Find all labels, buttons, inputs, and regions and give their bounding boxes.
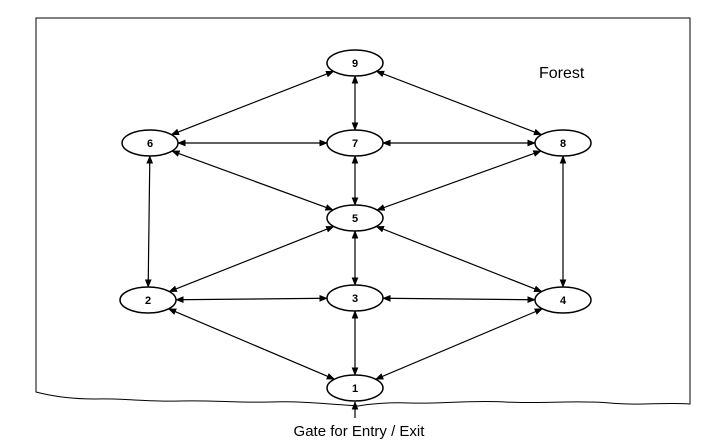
edge-3-4: [382, 294, 536, 304]
node-6: 6: [121, 129, 179, 157]
edge-6-5: [171, 150, 334, 211]
node-4: 4: [534, 286, 592, 314]
edge-5-2: [168, 225, 335, 293]
node-7-label: 7: [352, 138, 358, 150]
edge-9-8: [375, 70, 543, 136]
edge-2-3: [175, 294, 328, 304]
node-1-shape: [326, 374, 384, 402]
node-9-shape: [326, 49, 384, 77]
node-5: 5: [326, 204, 384, 232]
node-2: 2: [119, 286, 177, 314]
node-6-label: 6: [147, 138, 153, 150]
node-1-label: 1: [352, 383, 358, 395]
node-5-shape: [326, 204, 384, 232]
edge-8-5: [376, 150, 542, 211]
node-7-shape: [326, 129, 384, 157]
node-6-shape: [121, 129, 179, 157]
edge-layer: [144, 70, 567, 418]
node-3: 3: [326, 284, 384, 312]
node-8: 8: [534, 129, 592, 157]
edge-2-1: [167, 308, 336, 380]
node-4-shape: [534, 286, 592, 314]
node-2-label: 2: [145, 295, 151, 307]
node-8-shape: [534, 129, 592, 157]
node-layer: 1 2 3 4 5 6 7 8 9: [119, 49, 592, 402]
node-9: 9: [326, 49, 384, 77]
node-8-label: 8: [560, 138, 566, 150]
gate-label: Gate for Entry / Exit: [294, 423, 426, 440]
node-3-shape: [326, 284, 384, 312]
node-1: 1: [326, 374, 384, 402]
node-3-label: 3: [352, 293, 358, 305]
node-7: 7: [326, 129, 384, 157]
node-9-label: 9: [352, 58, 358, 70]
forest-label: Forest: [539, 65, 585, 82]
edge-4-1: [374, 308, 544, 380]
node-2-shape: [119, 286, 177, 314]
node-5-label: 5: [352, 213, 358, 225]
edge-9-6: [170, 70, 335, 136]
node-4-label: 4: [560, 295, 567, 307]
edge-6-2: [144, 155, 154, 288]
edge-5-4: [375, 225, 543, 293]
